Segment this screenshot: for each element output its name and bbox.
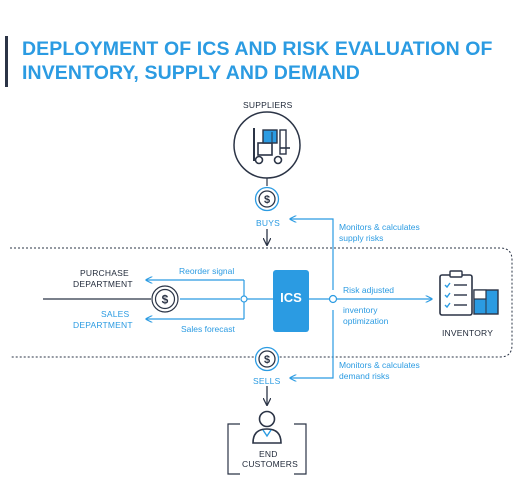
inventory-optimization-line2: optimization <box>343 316 389 326</box>
supply-risk-arrow <box>290 219 334 290</box>
title-accent-bar <box>5 36 8 87</box>
buys-label: BUYS <box>256 218 280 228</box>
sells-coin-icon: $ <box>254 346 280 372</box>
inventory-label: INVENTORY <box>442 328 494 338</box>
demand-risks-line2: demand risks <box>339 371 390 381</box>
ics-box <box>273 270 309 332</box>
supply-risks-line1: Monitors & calculates <box>339 222 420 232</box>
demand-risks-line1: Monitors & calculates <box>339 360 420 370</box>
title-line-2: INVENTORY, SUPPLY AND DEMAND <box>22 62 360 84</box>
person-icon <box>252 410 282 444</box>
sales-department-line1: SALES <box>101 309 130 319</box>
end-customers-frame <box>227 423 307 475</box>
svg-text:$: $ <box>162 293 169 307</box>
buys-coin-icon: $ <box>254 186 280 212</box>
risk-adjusted-label: Risk adjusted <box>343 285 395 295</box>
end-customers-line1: END <box>259 449 278 459</box>
reorder-signal-label: Reorder signal <box>179 266 235 276</box>
supply-risks-line2: supply risks <box>339 233 384 243</box>
dollar-coin-icon: $ <box>151 285 179 313</box>
sales-department-line2: DEPARTMENT <box>73 320 133 330</box>
company-boundary <box>10 247 513 358</box>
ics-label: ICS <box>280 290 302 305</box>
clipboard-icon <box>439 270 473 316</box>
box-icon <box>473 289 499 315</box>
svg-text:$: $ <box>264 194 270 206</box>
sales-forecast-label: Sales forecast <box>181 324 235 334</box>
page-title: DEPLOYMENT OF ICS AND RISK EVALUATION OF… <box>22 37 517 85</box>
sells-label: SELLS <box>253 376 281 386</box>
demand-risk-arrow <box>290 310 334 378</box>
forklift-icon <box>253 128 290 165</box>
suppliers-node <box>233 111 301 179</box>
purchase-department-line2: DEPARTMENT <box>73 279 133 289</box>
end-customers-line2: CUSTOMERS <box>242 459 298 469</box>
suppliers-label: SUPPLIERS <box>243 100 293 110</box>
title-line-1: DEPLOYMENT OF ICS AND RISK EVALUATION OF <box>22 38 493 60</box>
purchase-department-line1: PURCHASE <box>80 268 129 278</box>
inventory-optimization-line1: inventory <box>343 305 378 315</box>
svg-text:$: $ <box>264 354 270 366</box>
